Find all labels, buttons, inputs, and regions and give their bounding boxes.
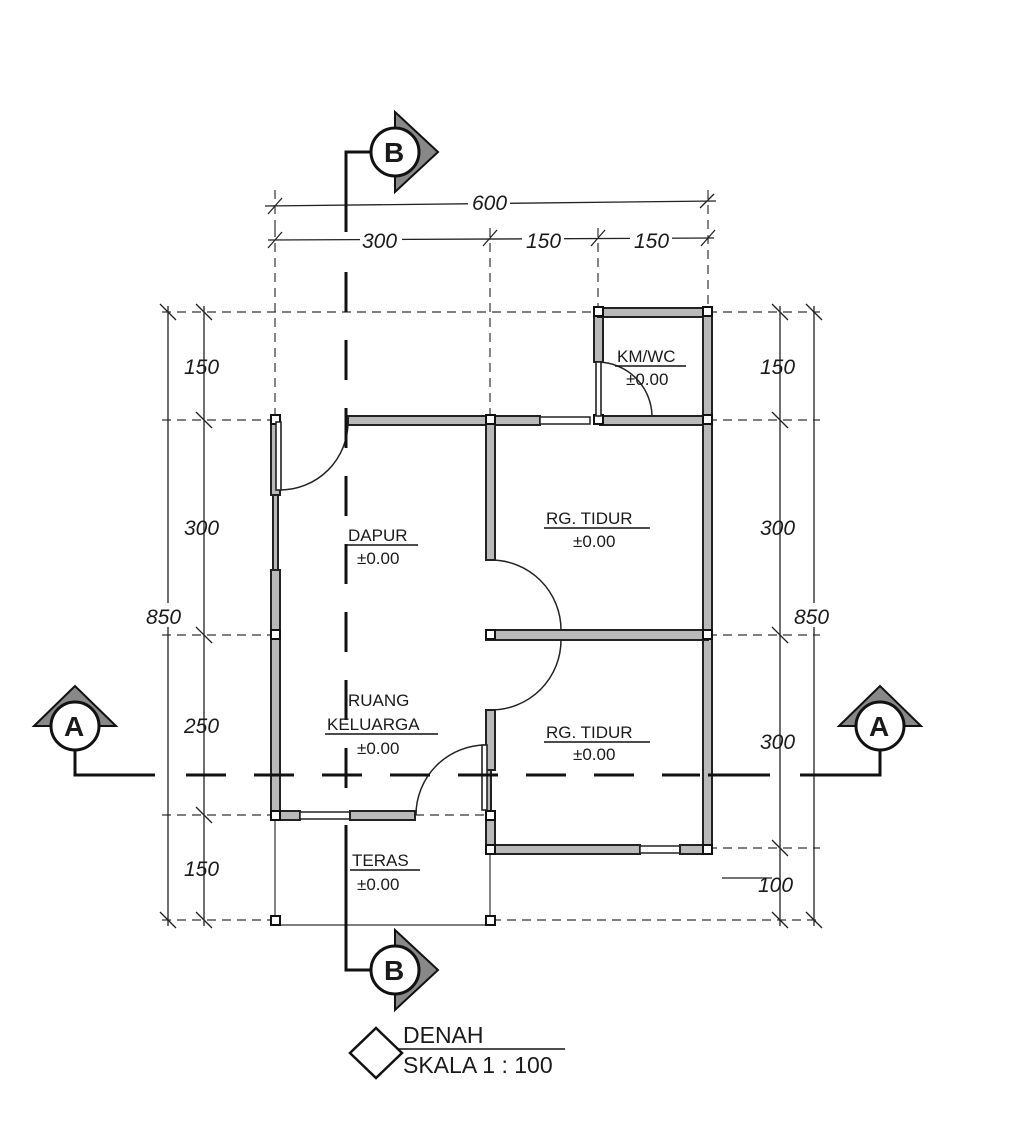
dim-left-4: 150: [184, 858, 219, 881]
room-labels: KM/WC ±0.00 DAPUR ±0.00 RG. TIDUR ±0.00 …: [325, 347, 686, 894]
section-marker-right-a: A: [836, 684, 924, 752]
dim-right-1: 150: [760, 356, 795, 379]
dim-segment-1: 300: [362, 230, 397, 253]
marker-label-right-a: A: [869, 711, 889, 742]
drawing-title-block: DENAH SKALA 1 : 100: [348, 1022, 565, 1080]
doors: [275, 361, 653, 816]
dim-right-total: 850: [794, 606, 829, 629]
walls: [270, 307, 713, 926]
room-teras-name: TERAS: [352, 851, 409, 870]
dimension-labels: 600 300 150 150 150 300 250 150 850 150 …: [144, 190, 834, 897]
room-dapur-name: DAPUR: [348, 526, 408, 545]
marker-label-bottom-b: B: [384, 955, 404, 986]
section-marker-bottom-b: B: [369, 927, 440, 1013]
room-km-wc-name: KM/WC: [617, 347, 676, 366]
room-km-wc-level: ±0.00: [626, 370, 668, 389]
room-dapur-level: ±0.00: [357, 549, 399, 568]
room-tidur-2-name: RG. TIDUR: [546, 723, 633, 742]
marker-label-top-b: B: [384, 137, 404, 168]
room-teras-level: ±0.00: [357, 875, 399, 894]
drawing-scale: SKALA 1 : 100: [403, 1052, 553, 1078]
dim-total-width: 600: [472, 192, 507, 215]
room-keluarga-level: ±0.00: [357, 739, 399, 758]
columns: [270, 306, 713, 926]
room-tidur-1-name: RG. TIDUR: [546, 509, 633, 528]
dim-segment-3: 150: [634, 230, 669, 253]
room-tidur-1-level: ±0.00: [573, 532, 615, 551]
dim-right-3: 300: [760, 731, 795, 754]
room-tidur-2-level: ±0.00: [573, 745, 615, 764]
dim-left-1: 150: [184, 356, 219, 379]
section-marker-top-b: B: [369, 109, 440, 195]
section-lines: [73, 150, 882, 972]
drawing-title: DENAH: [403, 1022, 484, 1048]
dim-left-total: 850: [146, 606, 181, 629]
room-keluarga-name-1: RUANG: [348, 691, 409, 710]
marker-label-left-a: A: [64, 711, 84, 742]
title-diamond-icon: [348, 1026, 404, 1080]
dim-right-4: 100: [758, 874, 793, 897]
dim-left-2: 300: [184, 517, 219, 540]
grid-lines: [162, 190, 820, 921]
room-keluarga-name-2: KELUARGA: [327, 715, 420, 734]
dim-left-3: 250: [183, 715, 219, 738]
section-marker-left-a: A: [31, 684, 119, 752]
dim-segment-2: 150: [526, 230, 561, 253]
dim-right-2: 300: [760, 517, 795, 540]
